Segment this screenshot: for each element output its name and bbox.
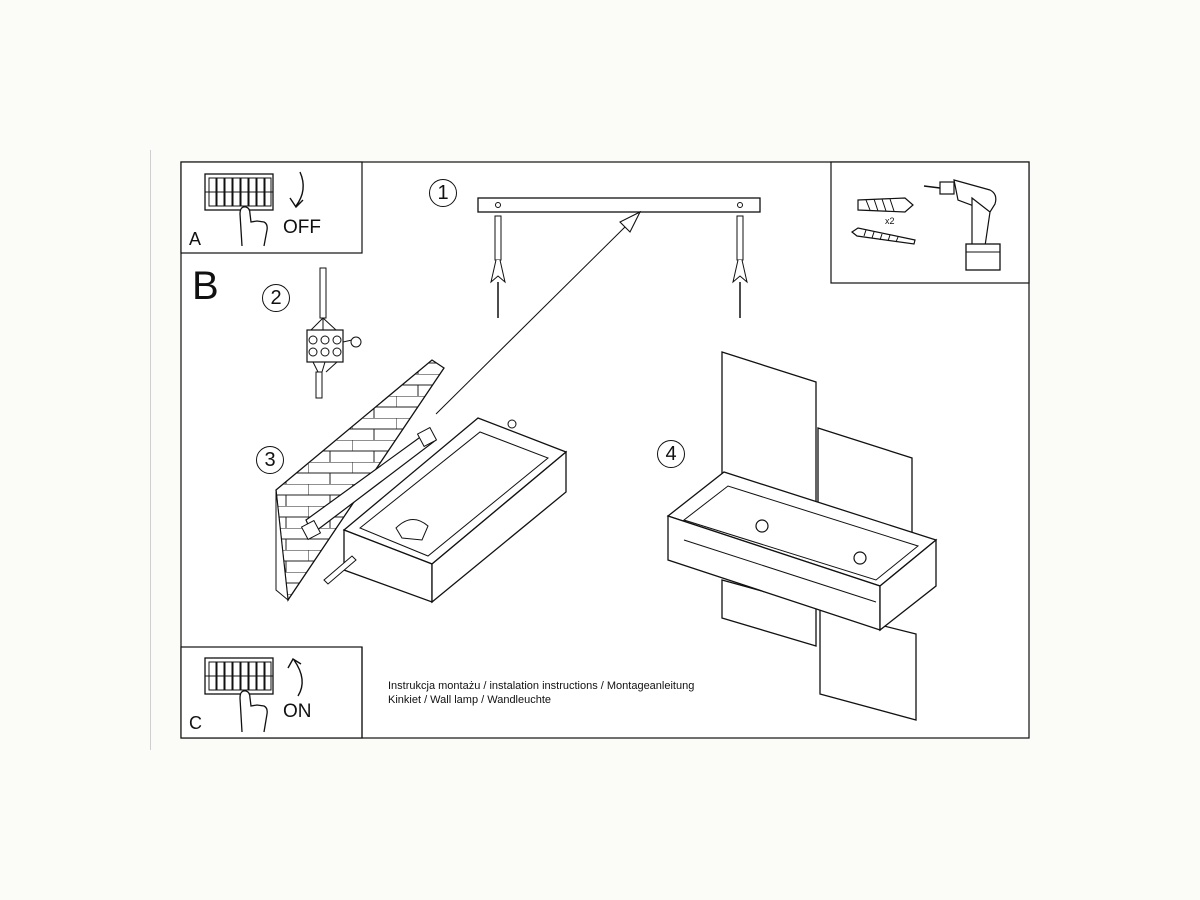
step-4-number: 4 (657, 440, 685, 468)
panel-tools (830, 161, 1030, 284)
section-c-label: C (189, 713, 202, 733)
hand-icon (239, 690, 268, 733)
wall-plug-icon (732, 215, 748, 318)
wiring-terminal-icon (306, 267, 353, 399)
step-3-number: 3 (256, 446, 284, 474)
breaker-panel-icon (204, 173, 274, 211)
caption-line-2: Kinkiet / Wall lamp / Wandleuchte (388, 694, 552, 706)
section-b-label: B (192, 264, 219, 308)
screw-icon (323, 555, 357, 585)
arrow-up-icon (287, 658, 303, 697)
step-1-number: 1 (429, 179, 457, 207)
lamp-body (666, 471, 938, 632)
wall-plug-icon (490, 215, 506, 318)
off-label: OFF (283, 217, 321, 238)
lamp-box (342, 417, 568, 604)
drill-icon (923, 179, 1001, 271)
page-edge-rule (150, 150, 151, 750)
on-label: ON (283, 701, 312, 722)
arrow-down-icon (289, 171, 304, 209)
section-a-label: A (189, 229, 202, 249)
wall-plug-icon (857, 197, 914, 213)
mounting-bar (477, 197, 761, 213)
step-2-number: 2 (262, 284, 290, 312)
wall-section (275, 359, 445, 602)
caption-line-1: Instrukcja montażu / instalation instruc… (388, 680, 695, 692)
ground-icon (350, 336, 362, 348)
hand-icon (239, 206, 268, 247)
screw-icon (850, 227, 916, 245)
quantity-label: x2 (885, 216, 895, 226)
breaker-panel-icon (204, 657, 274, 695)
